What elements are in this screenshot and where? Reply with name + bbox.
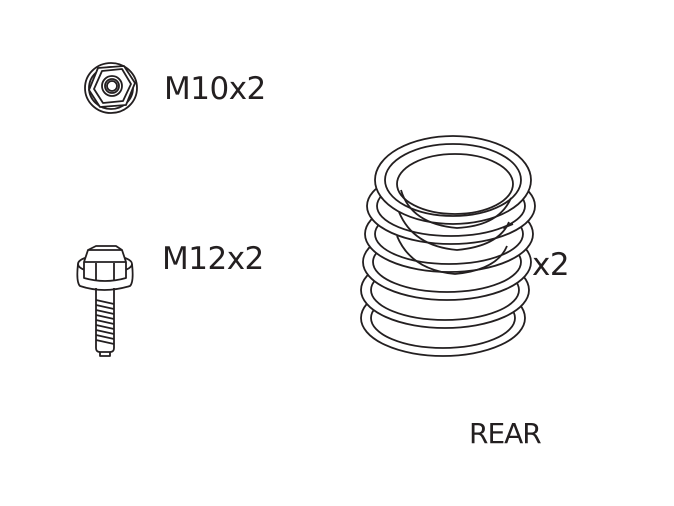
- rear-caption: REAR: [469, 417, 542, 450]
- spring-label: x2: [532, 247, 570, 283]
- flange-nut-icon: [84, 62, 138, 114]
- coil-spring-icon: [360, 135, 536, 357]
- flange-bolt-icon: [76, 245, 134, 357]
- bolt-label: M12x2: [162, 241, 264, 277]
- nut-label: M10x2: [164, 71, 266, 107]
